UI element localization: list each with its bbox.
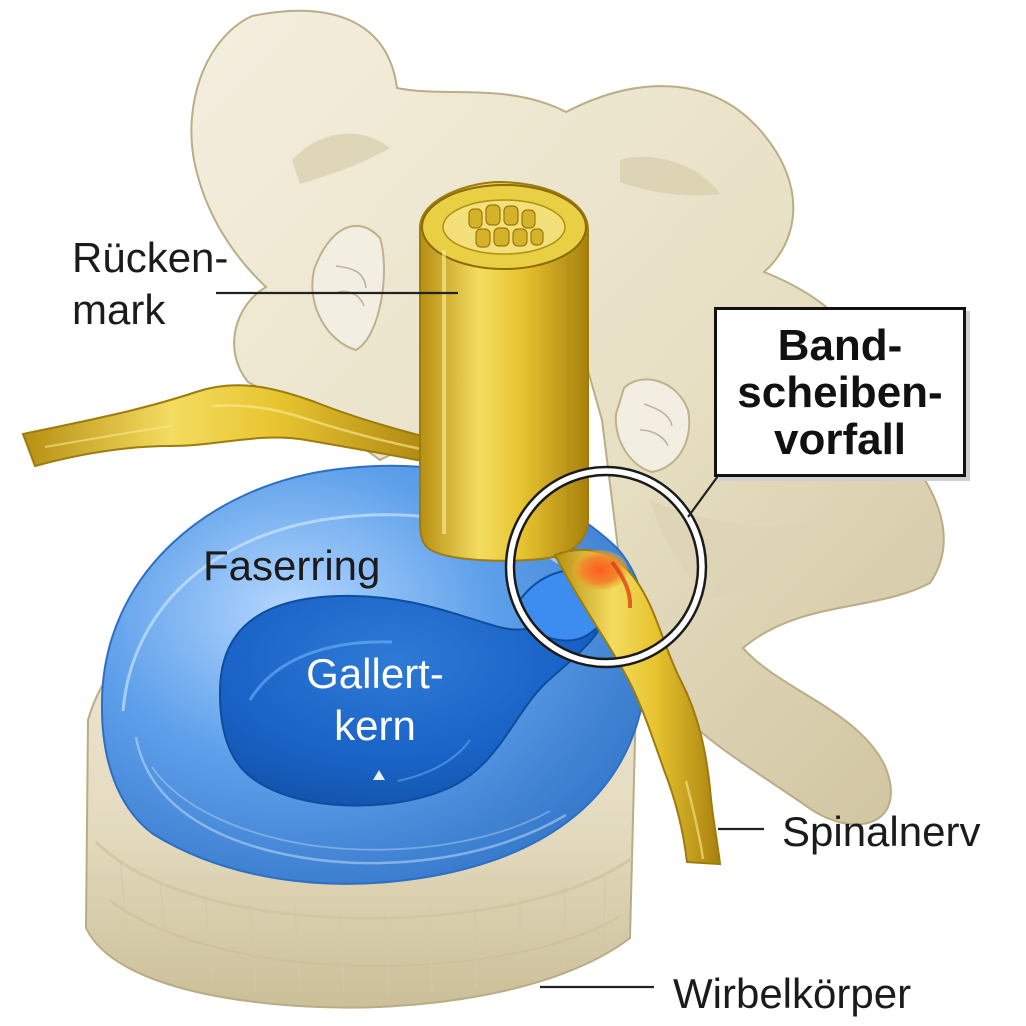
callout-line-3: vorfall — [773, 415, 907, 464]
label-rueckenmark: Rücken- mark — [72, 232, 228, 336]
label-rueckenmark-line-1: Rücken- — [72, 234, 229, 281]
spinal-cord — [419, 180, 589, 562]
compressed-nerve-root — [553, 548, 722, 866]
label-gallertkern: Gallert- kern — [280, 648, 470, 752]
label-gallertkern-line-2: kern — [334, 702, 416, 749]
label-wirbelkoerper: Wirbelkörper — [673, 970, 912, 1017]
herniation-highlight-circle — [507, 468, 705, 666]
callout-line-2: scheiben- — [737, 368, 943, 417]
disc-nucleus — [218, 569, 610, 807]
label-spinalnerv: Spinalnerv — [782, 808, 981, 855]
callout-bandscheibenvorfall: Band- scheiben- vorfall — [714, 307, 966, 477]
label-gallertkern-line-1: Gallert- — [306, 650, 444, 697]
leader-line-bandscheibenvorfall — [687, 475, 719, 518]
label-faserring: Faserring — [203, 542, 381, 589]
label-rueckenmark-line-2: mark — [72, 286, 166, 333]
callout-line-1: Band- — [777, 321, 903, 370]
callout-text: Band- scheiben- vorfall — [727, 322, 953, 463]
